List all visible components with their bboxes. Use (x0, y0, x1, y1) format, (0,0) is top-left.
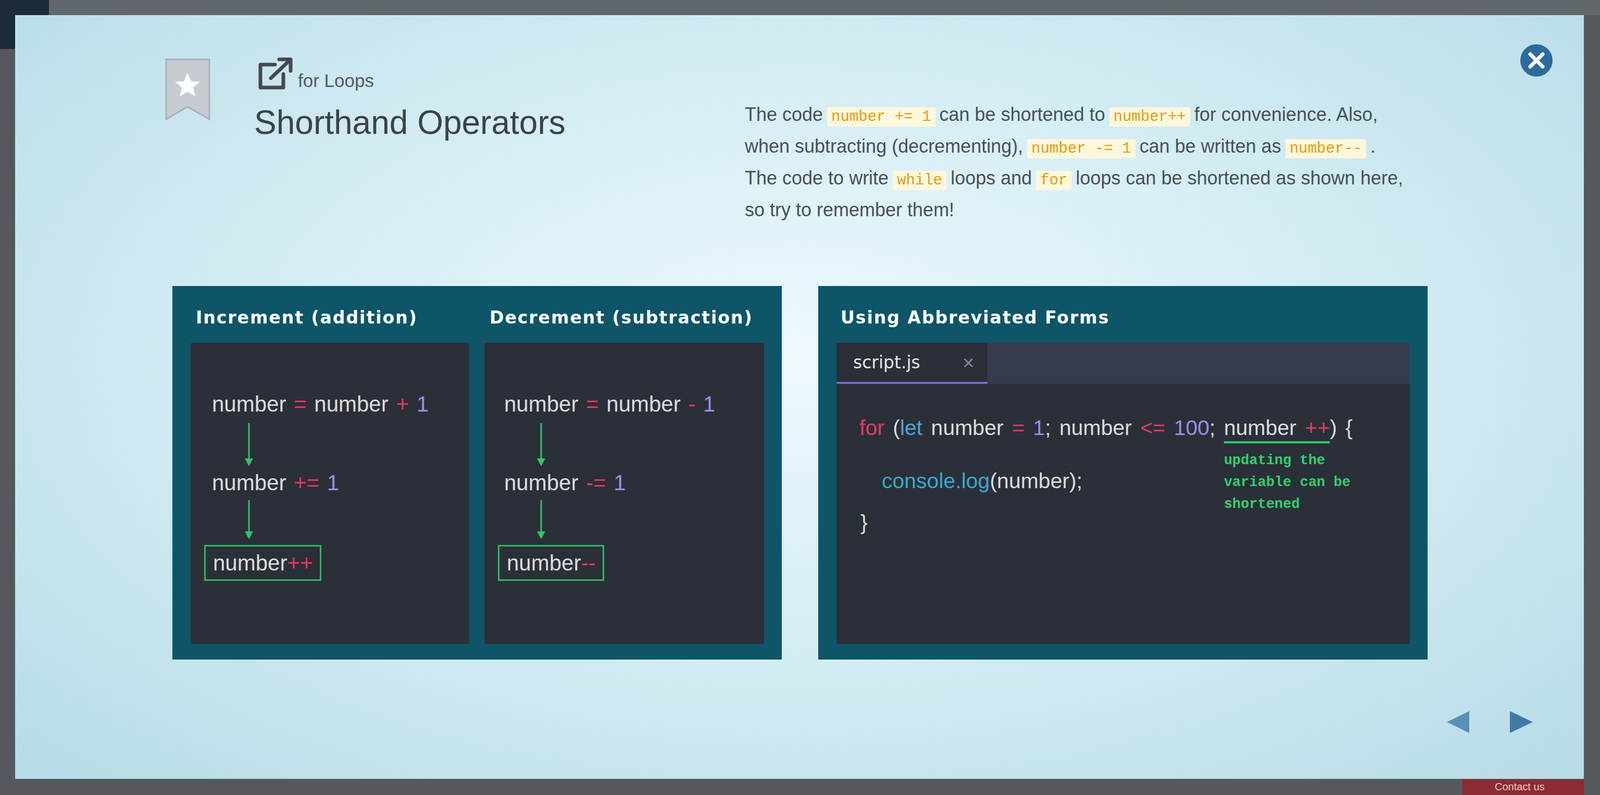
code-token: number (504, 470, 579, 496)
lesson-text: The codenumber += 1can be shortened tonu… (744, 100, 1407, 225)
code-token: { (1345, 415, 1353, 441)
code-token: 1 (327, 470, 340, 496)
bookmark-icon (166, 59, 210, 120)
result-box: number++ (204, 544, 322, 581)
section-label: for Loops (297, 70, 374, 92)
code-token: number (211, 470, 286, 496)
code-token: - (688, 391, 696, 417)
code-token: number (213, 550, 287, 576)
code-token: ( (892, 415, 900, 441)
code-panel: Decrement (subtraction)number--number=nu… (484, 342, 765, 644)
code-token: 1 (613, 470, 626, 496)
code-line: number += 1 (211, 470, 340, 496)
code-token: number (1059, 415, 1132, 441)
code-token: number (314, 391, 389, 417)
inline-code: for (1035, 170, 1072, 191)
code-token: 1 (703, 391, 716, 417)
code-token: number (506, 550, 581, 576)
code-token: <= (1140, 415, 1166, 441)
code-token: = (585, 391, 599, 417)
code-token: number (211, 391, 286, 417)
code-token: console.log (881, 468, 990, 494)
code-token: ; (1209, 415, 1216, 441)
text-run: loops and (950, 167, 1032, 189)
code-line: for (let number = 1; number <= 100; number ++) { (859, 415, 1353, 441)
code-token: ) (1329, 415, 1337, 441)
top-bar (0, 0, 1600, 16)
text-run: The code (744, 103, 823, 125)
code-token: ++ (286, 550, 313, 576)
code-token: 1 (1032, 415, 1045, 441)
external-link-icon (260, 59, 291, 88)
code-token: -= (585, 470, 607, 496)
code-line: number-=1 (504, 470, 627, 496)
code-token: = (1011, 415, 1025, 441)
inline-code: while (892, 170, 947, 191)
text-run: can be written as (1139, 135, 1282, 157)
next-arrow (1509, 710, 1533, 733)
panel-heading: Using Abbreviated Forms (840, 307, 1110, 328)
code-panel: Increment (addition)number++number=numbe… (190, 342, 470, 644)
panel-heading: Decrement (subtraction) (489, 307, 754, 328)
editor-box (836, 342, 1410, 644)
flow-arrows (244, 422, 546, 540)
code-token: = (293, 391, 307, 417)
code-token: } (860, 510, 868, 535)
inline-code: number -= 1 (1027, 139, 1135, 159)
code-line: number=number-1 (504, 391, 716, 417)
highlight-underline (1223, 441, 1330, 444)
code-token: 1 (416, 391, 429, 417)
inline-code: number-- (1285, 139, 1367, 159)
code-token: number (1223, 415, 1297, 441)
code-token: number (931, 415, 1004, 441)
code-token: number (606, 391, 681, 417)
code-line: number=number+1 (211, 391, 429, 417)
tab-close: × (941, 353, 975, 372)
code-token: ; (1044, 415, 1051, 441)
text-run: can be shortened to (939, 103, 1106, 125)
code-token: += (293, 470, 320, 496)
code-token: 100 (1173, 415, 1210, 441)
code-token: ++ (1304, 415, 1330, 441)
result-box: number-- (497, 544, 605, 581)
code-token: number (504, 391, 579, 417)
code-token: let (900, 415, 923, 441)
inline-code: number++ (1109, 107, 1191, 127)
tab-name: script.js (853, 352, 921, 373)
panel-heading: Increment (addition) (195, 307, 418, 328)
file-tab: script.js × (836, 342, 988, 384)
close-button (1520, 44, 1553, 77)
contact-text: Contact us (1494, 780, 1545, 793)
code-line: console.log(number); (881, 468, 1083, 494)
code-token: (number); (989, 468, 1083, 494)
prev-arrow (1446, 710, 1470, 733)
code-token: + (395, 391, 409, 417)
slide-title: Shorthand Operators (254, 103, 566, 142)
code-line: } (860, 510, 868, 535)
annotation-note: updating the variable can be shortened (1223, 449, 1381, 516)
code-token: for (859, 415, 885, 441)
code-token: -- (580, 550, 596, 576)
code-panel: Using Abbreviated Formsscript.js×for(let… (836, 342, 1410, 644)
inline-code: number += 1 (827, 107, 935, 127)
